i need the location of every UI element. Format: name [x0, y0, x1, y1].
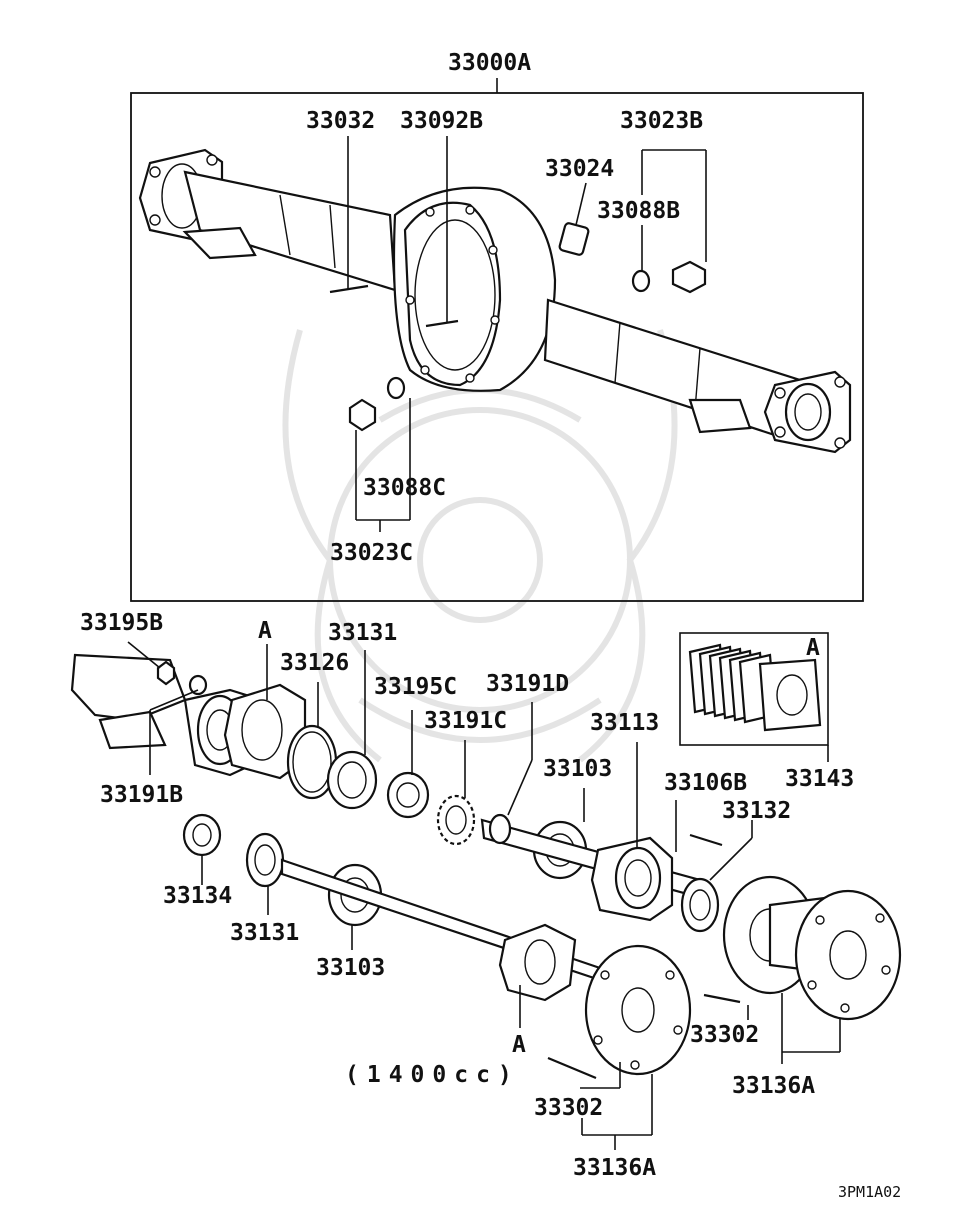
stud-33032 [329, 284, 369, 294]
nut-33195b [156, 660, 176, 686]
label-33132: 33132 [722, 798, 791, 824]
axle-shaft-flange-right [722, 875, 902, 1021]
label-33136a-bottom: 33136A [573, 1155, 656, 1181]
label-33191c: 33191C [424, 708, 507, 734]
plug-33023b [671, 260, 707, 294]
label-33113: 33113 [590, 710, 659, 736]
label-33131-top: 33131 [328, 620, 397, 646]
bolt-33106b [689, 833, 723, 847]
seal-33134 [182, 813, 222, 857]
gasket-33088b [631, 269, 651, 293]
nut-33195c [386, 771, 430, 819]
label-33126: 33126 [280, 650, 349, 676]
label-33092b: 33092B [400, 108, 483, 134]
label-33195b: 33195B [80, 610, 163, 636]
seal-33132 [680, 877, 720, 933]
label-33191d: 33191D [486, 671, 569, 697]
label-33143: 33143 [785, 766, 854, 792]
label-33088c: 33088C [363, 475, 446, 501]
label-ref-a-box: A [806, 635, 820, 661]
label-1400cc: (1400cc) [345, 1062, 520, 1088]
label-33088b: 33088B [597, 198, 680, 224]
label-33000a: 33000A [448, 50, 531, 76]
label-33023c: 33023C [330, 540, 413, 566]
bearing-housing-33113 [590, 836, 674, 922]
label-33134: 33134 [163, 883, 232, 909]
bearing-retainer-33131-top [326, 750, 378, 810]
label-33131-bottom: 33131 [230, 920, 299, 946]
bolt-33302-bottom [547, 1056, 597, 1080]
label-ref-a-bottom: A [512, 1032, 526, 1058]
label-33106b: 33106B [664, 770, 747, 796]
breather-33024 [558, 222, 590, 256]
washer-33191b [188, 674, 208, 696]
gasket-a-lower [498, 923, 577, 1002]
stud-33092b [425, 319, 459, 328]
label-33136a-right: 33136A [732, 1073, 815, 1099]
shim-set-33143 [679, 632, 829, 746]
label-33103-bottom: 33103 [316, 955, 385, 981]
plug-33023c [348, 398, 377, 432]
washer-33191c [436, 794, 476, 846]
label-33103-top: 33103 [543, 756, 612, 782]
label-33195c: 33195C [374, 674, 457, 700]
label-33023b: 33023B [620, 108, 703, 134]
figure-code: 3PM1A02 [838, 1183, 901, 1201]
label-33024: 33024 [545, 156, 614, 182]
axle-housing [138, 148, 852, 454]
label-33191b: 33191B [100, 782, 183, 808]
label-33302-bottom: 33302 [534, 1095, 603, 1121]
label-33032: 33032 [306, 108, 375, 134]
label-33302-right: 33302 [690, 1022, 759, 1048]
gasket-33088c [386, 376, 406, 400]
bolt-33302-right [703, 993, 741, 1004]
retainer-33131-bottom [245, 832, 285, 888]
label-ref-a-top: A [258, 618, 272, 644]
axle-shaft-flange-bottom [584, 944, 692, 1076]
